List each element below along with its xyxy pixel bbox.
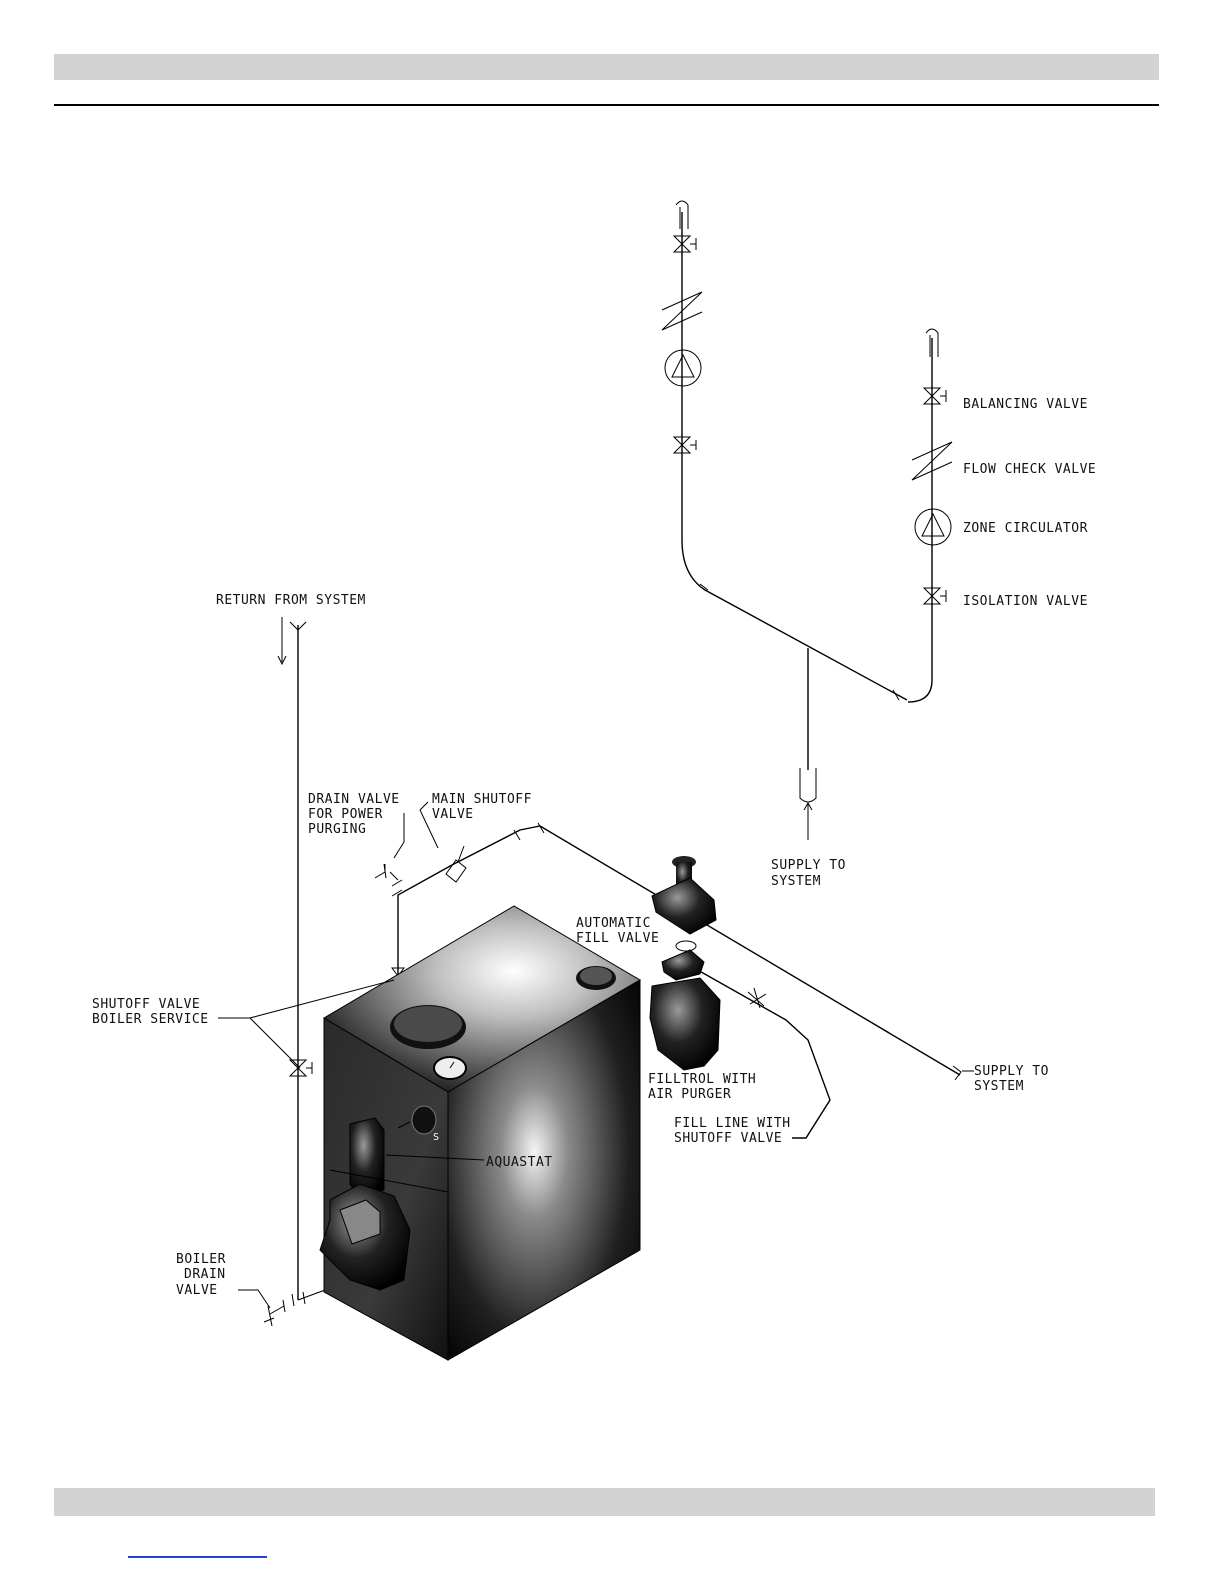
boiler: [319, 905, 641, 1361]
label-fill-line-line1: FILL LINE WITH: [674, 1116, 791, 1131]
return-line: [263, 617, 326, 1327]
label-shutoff-service-line1: SHUTOFF VALVE: [92, 997, 200, 1012]
label-filltrol-line2: AIR PURGER: [648, 1087, 731, 1102]
label-flow-check-valve: FLOW CHECK VALVE: [963, 462, 1096, 477]
footer-bar: [54, 1488, 1155, 1516]
label-zone-circulator: ZONE CIRCULATOR: [963, 521, 1088, 536]
label-boiler-drain-line2: DRAIN: [184, 1267, 226, 1282]
label-auto-fill-line1: AUTOMATIC: [576, 916, 651, 931]
label-return-from-system: RETURN FROM SYSTEM: [216, 593, 366, 608]
fill-valve-assembly: [649, 856, 721, 1071]
label-supply-right-line1: SUPPLY TO: [974, 1064, 1049, 1079]
label-boiler-drain-line3: VALVE: [176, 1283, 218, 1298]
label-port-s: S: [433, 1132, 440, 1143]
label-filltrol-line1: FILLTROL WITH: [648, 1072, 756, 1087]
label-aquastat: AQUASTAT: [486, 1155, 553, 1170]
label-balancing-valve: BALANCING VALVE: [963, 397, 1088, 412]
footer-link[interactable]: [128, 1556, 267, 1558]
label-main-shutoff-line2: VALVE: [432, 807, 474, 822]
label-boiler-drain-line1: BOILER: [176, 1252, 226, 1267]
supply-line: [374, 822, 962, 1130]
zone-one-piping: [661, 200, 908, 701]
label-drain-valve-line2: FOR POWER: [308, 807, 383, 822]
header-bar: [54, 54, 1159, 80]
fill-line: [679, 959, 831, 1139]
supply-riser-top: [799, 648, 817, 840]
leader-lines: [218, 801, 974, 1309]
label-drain-valve-line1: DRAIN VALVE: [308, 792, 400, 807]
zone-two-piping: [892, 328, 953, 703]
label-supply-top-line2: SYSTEM: [771, 874, 821, 889]
label-auto-fill-line2: FILL VALVE: [576, 931, 659, 946]
label-supply-top-line1: SUPPLY TO: [771, 858, 846, 873]
header-rule: [54, 104, 1159, 106]
label-shutoff-service-line2: BOILER SERVICE: [92, 1012, 209, 1027]
label-fill-line-line2: SHUTOFF VALVE: [674, 1131, 782, 1146]
label-supply-right-line2: SYSTEM: [974, 1079, 1024, 1094]
label-isolation-valve: ISOLATION VALVE: [963, 594, 1088, 609]
label-main-shutoff-line1: MAIN SHUTOFF: [432, 792, 532, 807]
label-drain-valve-line3: PURGING: [308, 822, 366, 837]
